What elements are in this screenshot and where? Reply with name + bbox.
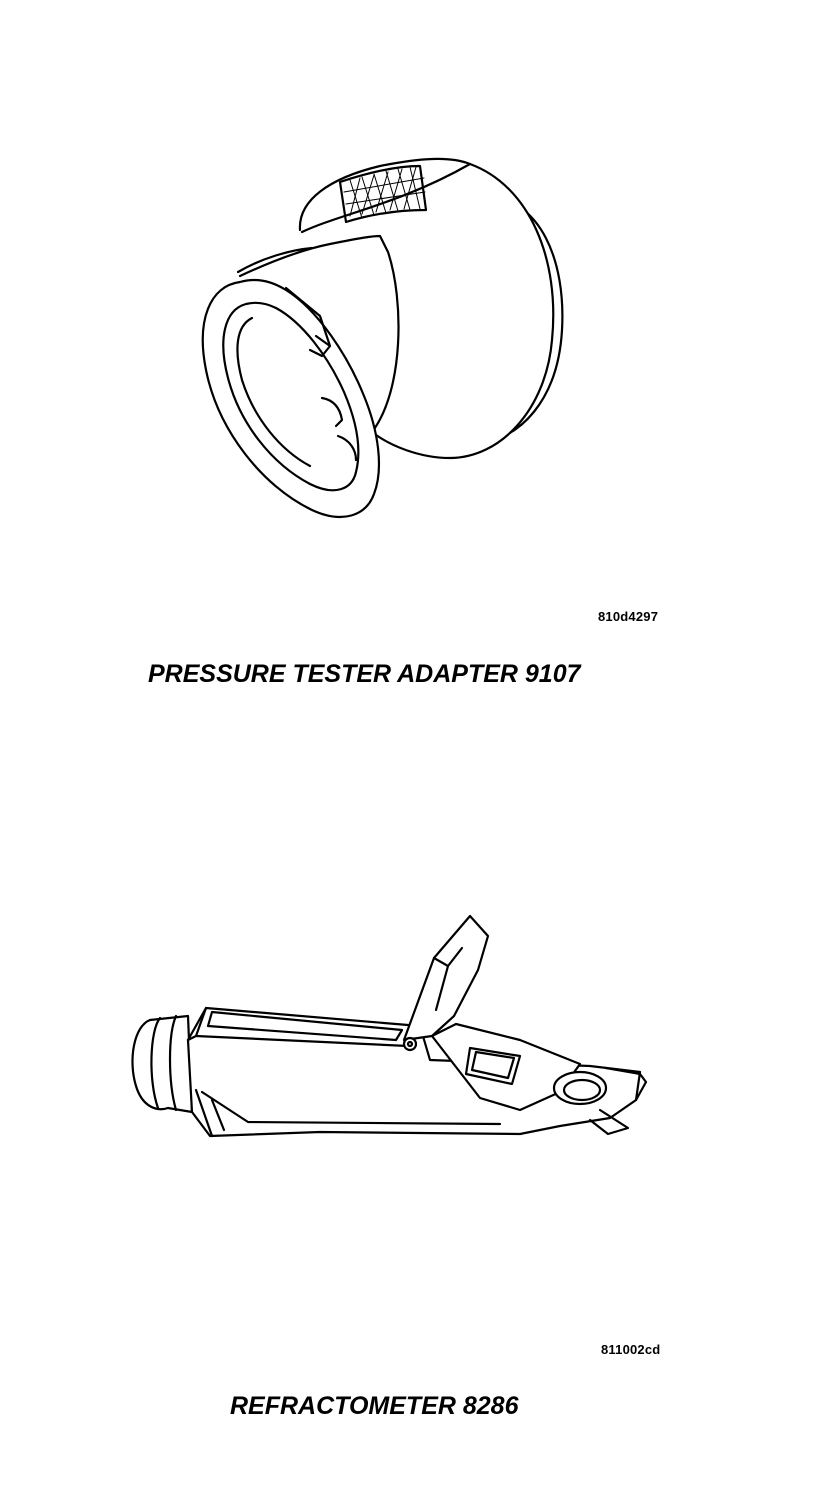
figure-caption: PRESSURE TESTER ADAPTER 9107: [148, 660, 581, 688]
figure-caption: REFRACTOMETER 8286: [230, 1392, 519, 1420]
figure-ref-code: 811002cd: [601, 1342, 661, 1357]
figure-refractometer: 811002cd REFRACTOMETER 8286: [0, 740, 816, 1488]
figure-pressure-tester-adapter: 810d4297 PRESSURE TESTER ADAPTER 9107: [0, 0, 816, 740]
refractometer-illustration: [131, 914, 648, 1138]
pressure-tester-adapter-illustration: [201, 157, 564, 518]
figure-ref-code: 810d4297: [598, 609, 659, 624]
